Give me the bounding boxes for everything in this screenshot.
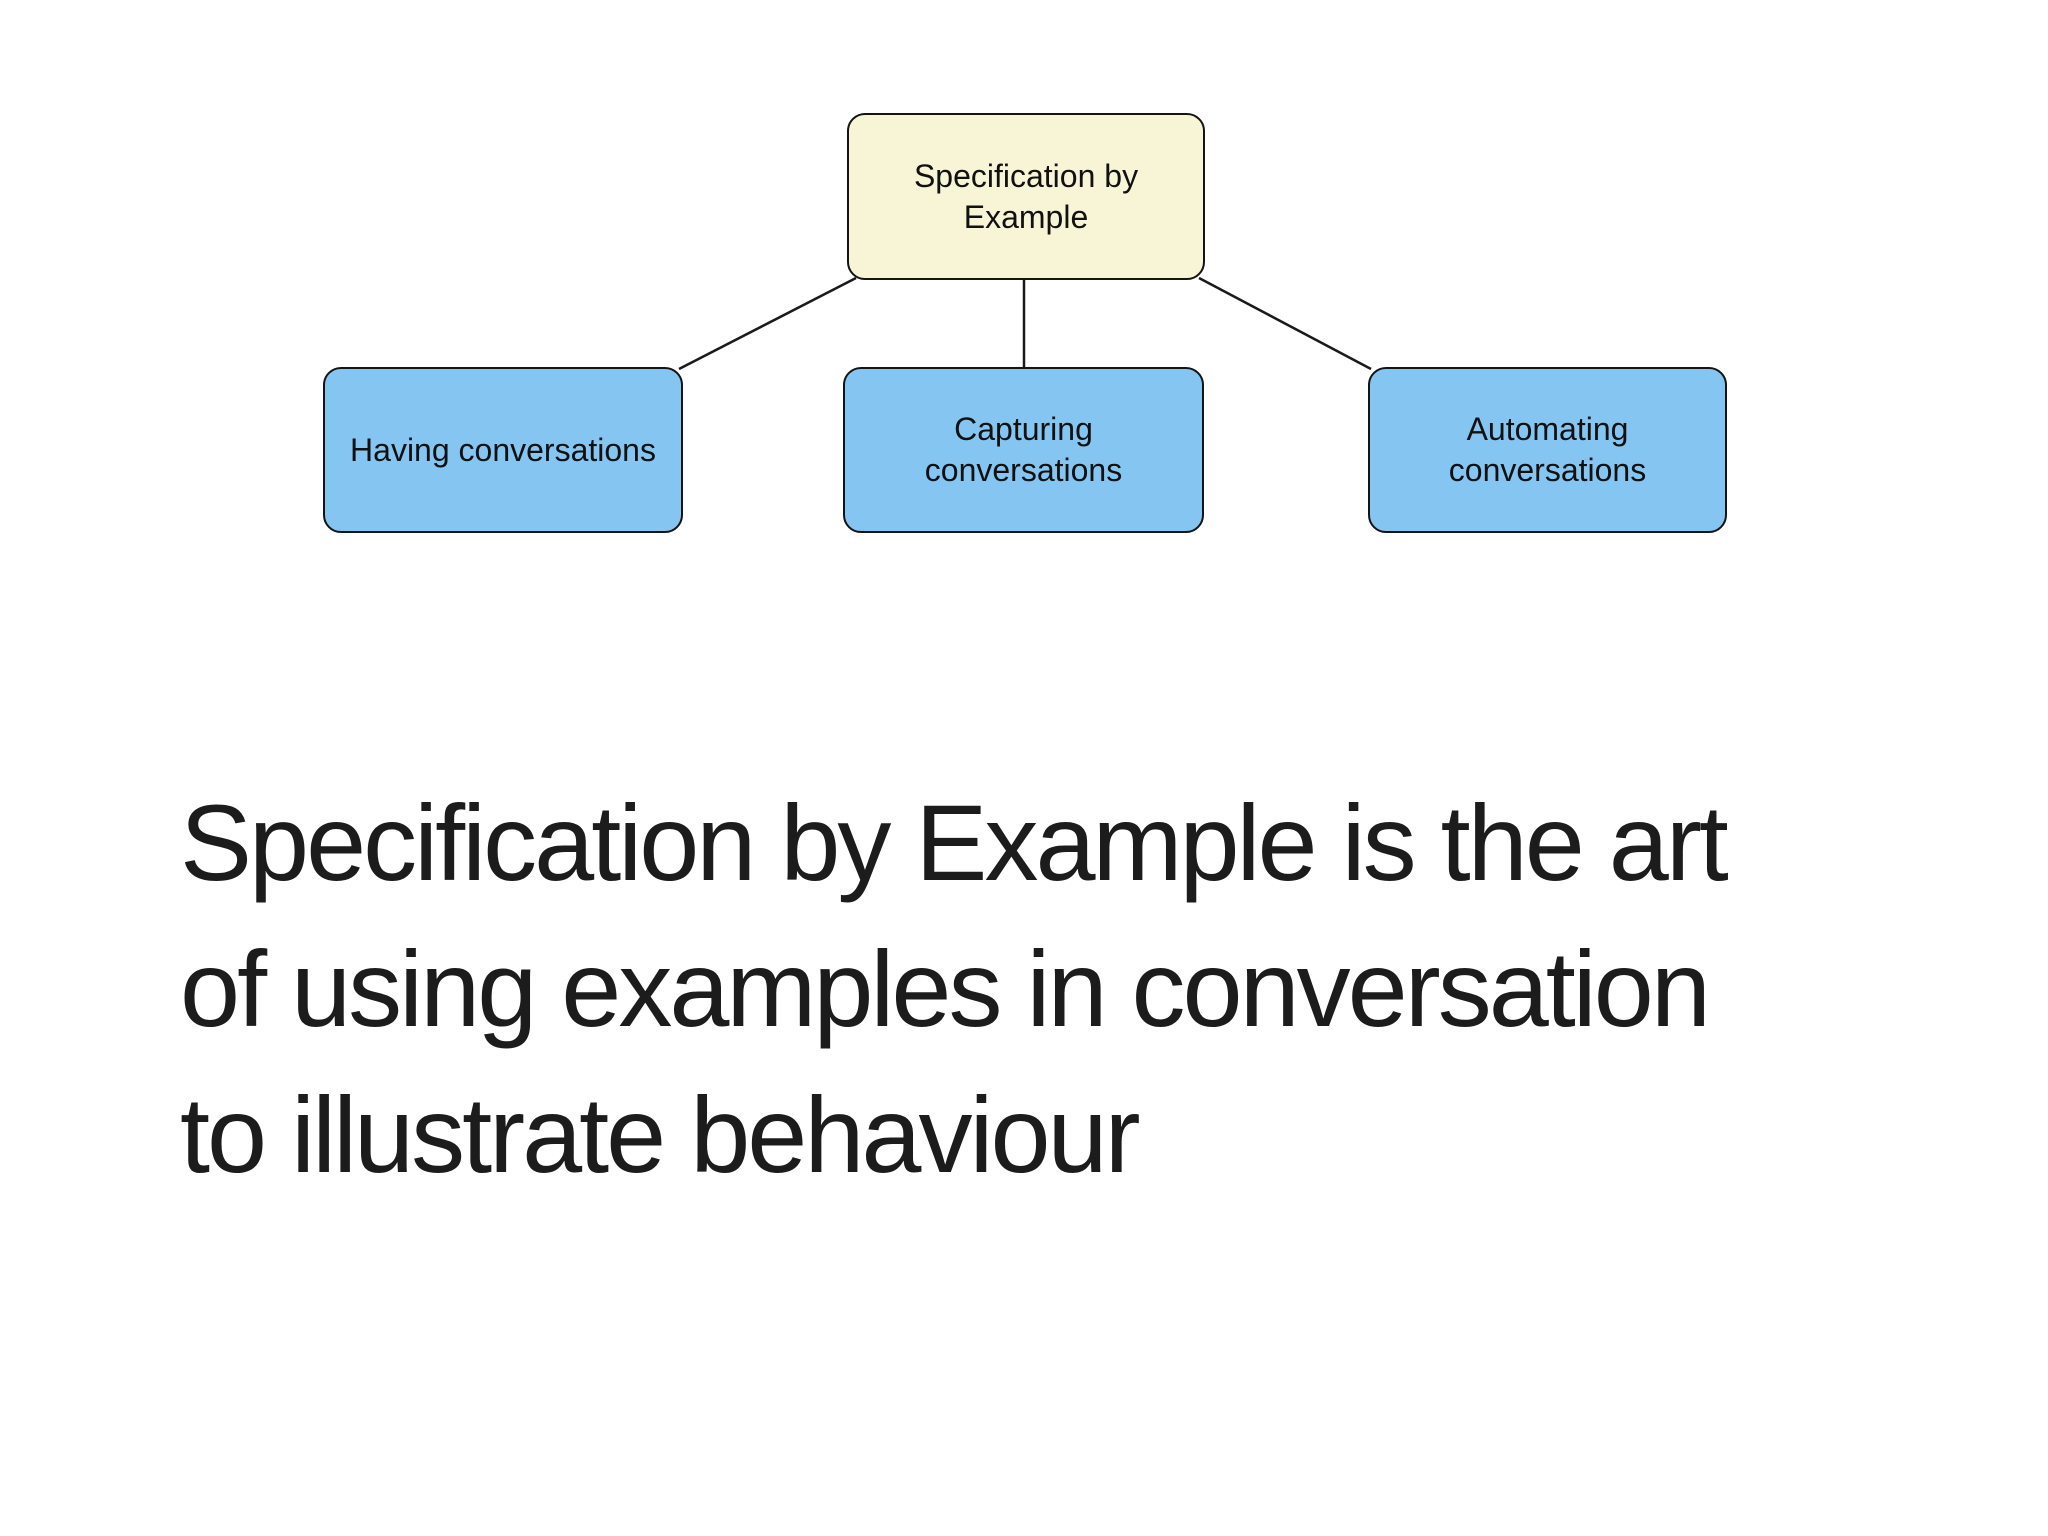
connector-root-to-automating bbox=[1198, 276, 1372, 371]
node-automating-conversations: Automating conversations bbox=[1368, 367, 1727, 533]
connector-root-to-having bbox=[678, 276, 857, 371]
node-having-conversations: Having conversations bbox=[323, 367, 683, 533]
node-capturing-conversations: Capturing conversations bbox=[843, 367, 1204, 533]
caption-text: Specification by Example is the art of u… bbox=[180, 782, 1729, 1195]
node-specification-by-example: Specification by Example bbox=[847, 113, 1205, 280]
